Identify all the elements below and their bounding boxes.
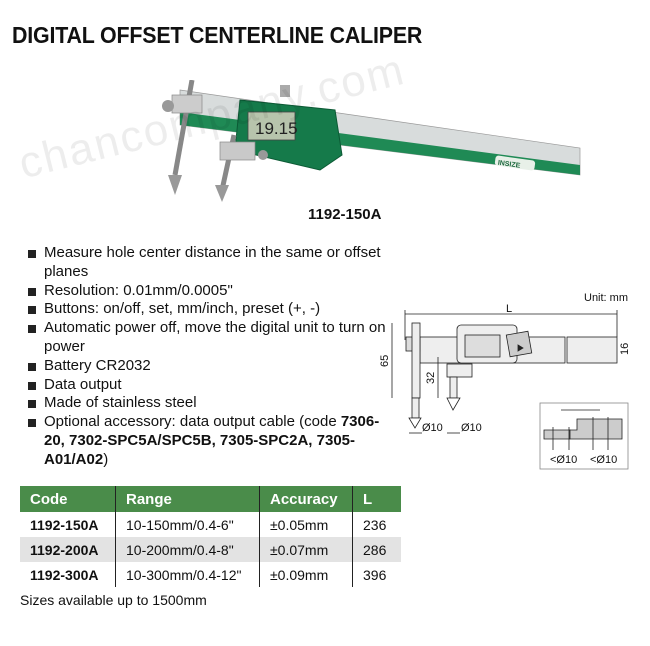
unit-label: Unit: mm — [584, 292, 628, 304]
accessory-codes: 7306-20, 7302-SPC5A/SPC5B, 7305-SPC2A, 7… — [44, 413, 380, 468]
cell-range: 10-150mm/0.4-6" — [115, 512, 260, 537]
dim-65: 65 — [379, 355, 391, 367]
dim-16: 16 — [619, 343, 631, 355]
table-row: 1192-150A 10-150mm/0.4-6" ±0.05mm 236 — [20, 512, 401, 537]
feature-item: Battery CR2032 — [26, 357, 386, 376]
cell-length: 286 — [352, 537, 401, 562]
feature-item: Optional accessory: data output cable (c… — [26, 413, 386, 469]
header-accuracy: Accuracy — [259, 486, 353, 512]
caliper-photo: INSIZE 19.15 — [162, 80, 581, 202]
footnote: Sizes available up to 1500mm — [20, 592, 207, 608]
header-range: Range — [115, 486, 260, 512]
cell-accuracy: ±0.05mm — [259, 512, 353, 537]
cell-length: 396 — [352, 562, 401, 587]
brand-logo: INSIZE — [497, 160, 521, 170]
tip-diameter-2: Ø10 — [461, 422, 482, 434]
feature-item: Resolution: 0.01mm/0.0005" — [26, 282, 386, 301]
cell-length: 236 — [352, 512, 401, 537]
table-row: 1192-300A 10-300mm/0.4-12" ±0.09mm 396 — [20, 562, 401, 587]
spec-table: Code Range Accuracy L 1192-150A 10-150mm… — [20, 486, 401, 587]
cell-range: 10-300mm/0.4-12" — [115, 562, 260, 587]
header-length: L — [352, 486, 401, 512]
header-code: Code — [20, 486, 116, 512]
photo-caption: 1192-150A — [308, 206, 382, 223]
length-label: L — [506, 303, 512, 315]
feature-item: Buttons: on/off, set, mm/inch, preset (+… — [26, 300, 386, 319]
tip-diameter-1: Ø10 — [422, 422, 443, 434]
feature-item: Measure hole center distance in the same… — [26, 244, 386, 282]
table-header-row: Code Range Accuracy L — [20, 486, 401, 512]
cell-code: 1192-150A — [30, 516, 99, 533]
cell-accuracy: ±0.07mm — [259, 537, 353, 562]
dimension-drawing: Unit: mm L 65 32 16 Ø10 Ø10 <Ø10 <Ø10 — [379, 292, 631, 470]
feature-item: Data output — [26, 376, 386, 395]
inset-diameter-left: <Ø10 — [550, 454, 577, 466]
table-row: 1192-200A 10-200mm/0.4-8" ±0.07mm 286 — [20, 537, 401, 562]
cell-code: 1192-200A — [20, 537, 116, 562]
cell-code: 1192-300A — [30, 566, 99, 583]
dim-32: 32 — [425, 372, 437, 384]
lcd-reading: 19.15 — [255, 119, 298, 138]
inset-diameter-right: <Ø10 — [590, 454, 617, 466]
feature-item: Automatic power off, move the digital un… — [26, 319, 386, 357]
feature-list: Measure hole center distance in the same… — [26, 244, 386, 470]
cell-accuracy: ±0.09mm — [259, 562, 353, 587]
feature-item: Made of stainless steel — [26, 394, 386, 413]
cell-range: 10-200mm/0.4-8" — [115, 537, 260, 562]
page-title: DIGITAL OFFSET CENTERLINE CALIPER — [12, 22, 423, 48]
